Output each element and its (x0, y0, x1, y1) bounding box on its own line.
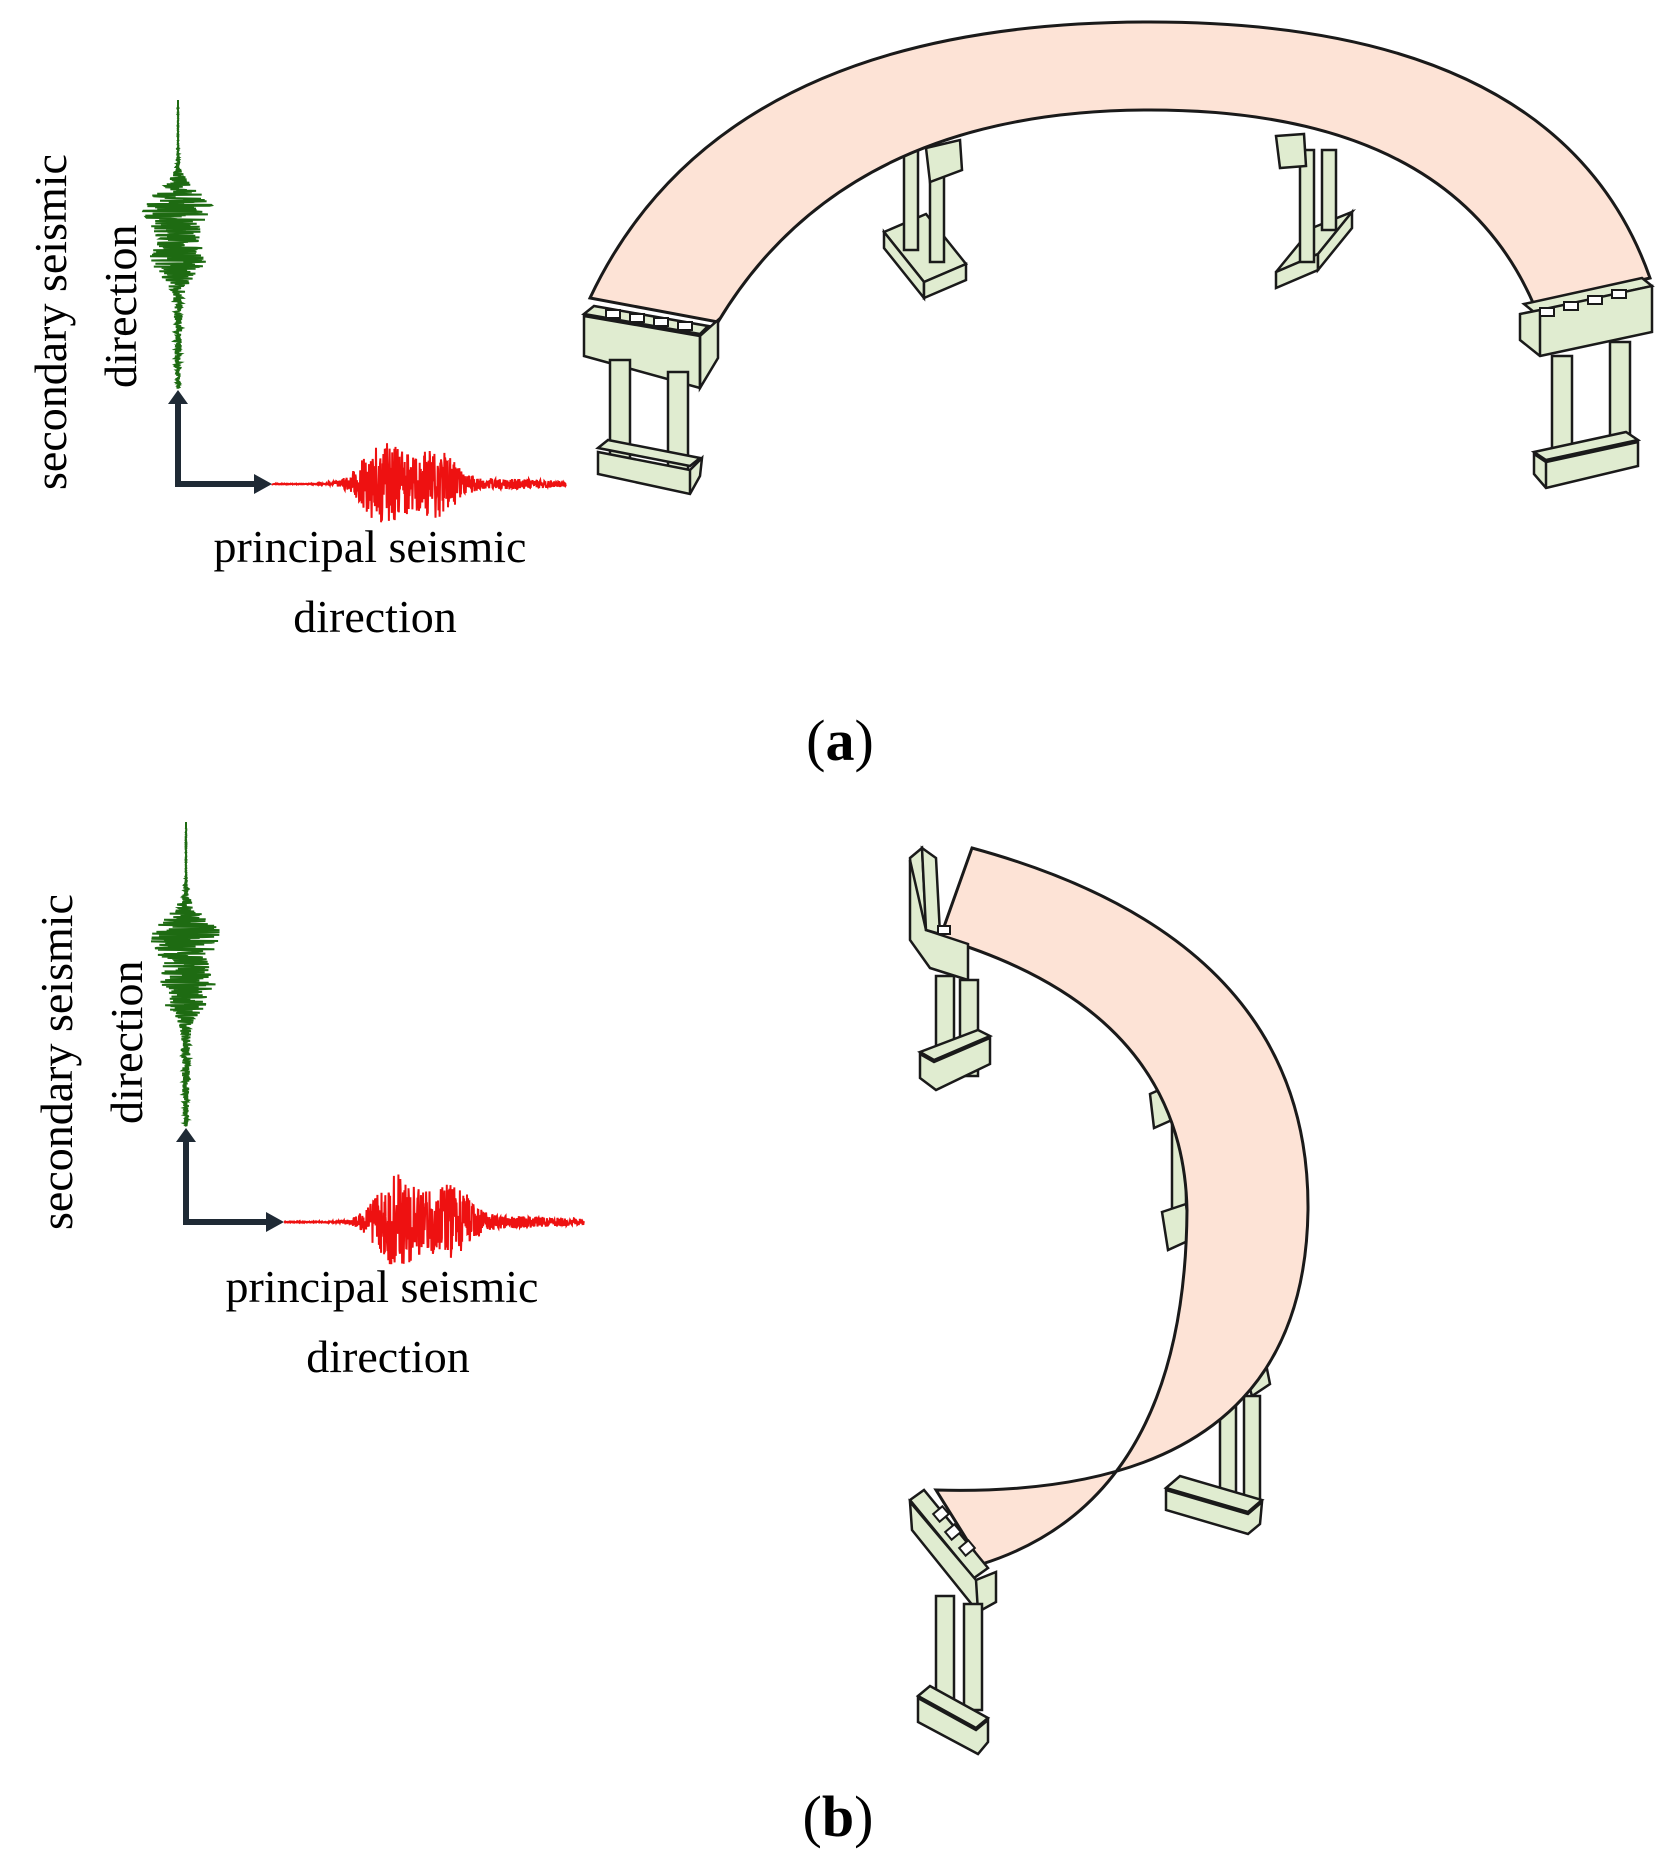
arrowhead-up-icon (168, 390, 188, 404)
arrowhead-right-icon (266, 1212, 284, 1232)
principal-direction-label-2: direction (306, 1331, 470, 1382)
pier-end-left (581, 304, 720, 496)
secondary-direction-label-2: direction (101, 961, 152, 1125)
secondary-direction-label: secondary seismic (25, 154, 76, 490)
panel-letter-a: a (826, 708, 855, 773)
panel-label-a: (a) (806, 708, 874, 773)
principal-seismic-wave (271, 443, 567, 523)
secondary-direction-label-2: direction (95, 225, 146, 389)
principal-direction-label-2: direction (293, 591, 457, 642)
bridge-deck (587, 20, 1652, 324)
pier-end-right (1518, 276, 1655, 490)
secondary-direction-label: secondary seismic (31, 894, 82, 1230)
arrowhead-right-icon (254, 474, 272, 494)
panel-a: secondary seismic direction principal se… (25, 20, 1655, 773)
bridge-deck (933, 846, 1310, 1566)
pier-middle-left (881, 138, 969, 302)
panel-b: secondary seismic direction principal se… (31, 822, 1310, 1849)
arrowhead-up-icon (176, 1128, 196, 1142)
panel-label-b: (b) (803, 1784, 874, 1849)
curved-bridge-b (908, 845, 1310, 1756)
curved-bridge-a (581, 20, 1655, 496)
panel-letter-b: b (822, 1784, 854, 1849)
pier-middle-right (1274, 132, 1356, 290)
direction-axes (168, 390, 272, 494)
secondary-seismic-wave (141, 100, 215, 389)
principal-direction-label: principal seismic (214, 521, 527, 572)
secondary-seismic-wave (150, 822, 220, 1127)
secondary-label-line1: secondary seismic (31, 894, 82, 1230)
direction-axes (176, 1128, 284, 1232)
secondary-label-line2: direction (95, 225, 146, 389)
pier-end-lower (908, 1488, 998, 1756)
secondary-label-line2: direction (101, 961, 152, 1125)
pier-end-upper (908, 845, 993, 1092)
principal-direction-label: principal seismic (226, 1261, 539, 1312)
principal-seismic-wave (283, 1174, 585, 1265)
secondary-label-line1: secondary seismic (25, 154, 76, 490)
